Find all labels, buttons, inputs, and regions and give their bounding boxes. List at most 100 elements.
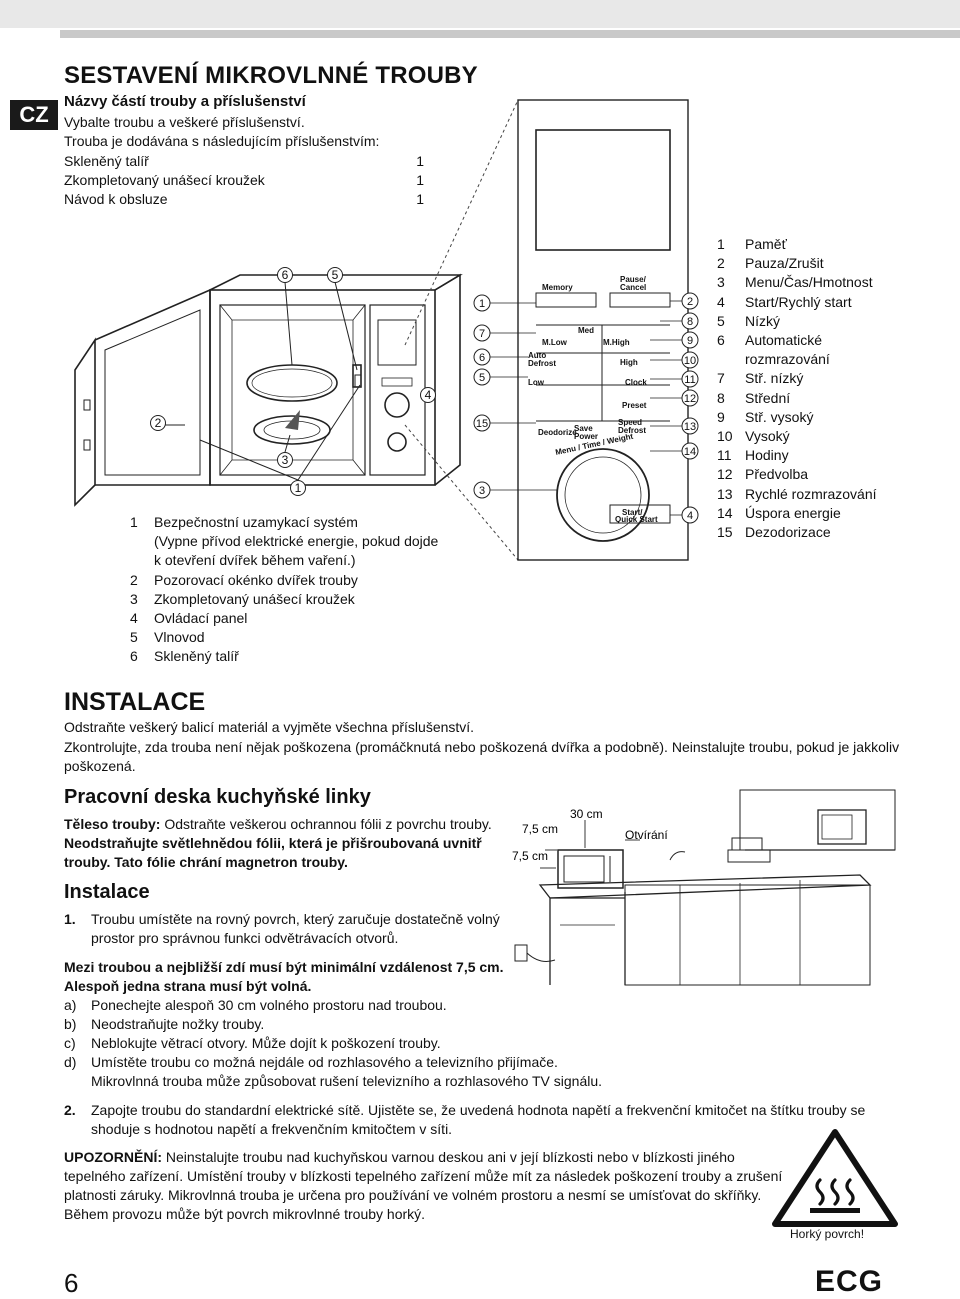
list-label: b) (64, 1016, 77, 1032)
install-paragraph-2b: poškozená. (64, 758, 136, 774)
legend-item: 15 Dezodorizace (717, 523, 947, 542)
panel-callout: 7 (479, 328, 485, 340)
list-text: Mikrovlnná trouba může způsobovat rušení… (91, 1073, 603, 1089)
film-warning-2: trouby. Tato fólie chrání magnetron trou… (64, 854, 348, 870)
panel-label-deodorize: Deodorize (538, 428, 577, 437)
panel-callout: 4 (687, 510, 693, 522)
panel-label-power: Power (574, 432, 598, 441)
accessory-name: Zkompletovaný unášecí kroužek (64, 172, 265, 188)
warning-line-4: Během provozu může být povrch mikrovlnné… (64, 1206, 426, 1222)
panel-callout: 2 (687, 296, 693, 308)
panel-label-clock: Clock (625, 378, 647, 387)
legend-num: 4 (130, 610, 138, 627)
list-text: Neodstraňujte nožky trouby. (91, 1016, 265, 1032)
warning-bold: UPOZORNĚNÍ: (64, 1149, 162, 1165)
legend-text: Rychlé rozmrazování (745, 485, 877, 502)
panel-label-defrost: Defrost (528, 359, 556, 368)
legend-text: Bezpečnostní uzamykací systém (154, 514, 358, 530)
accessory-row: Skleněný talíř 1 (64, 152, 424, 171)
legend-text: rozmrazování (745, 351, 830, 368)
list-label: a) (64, 997, 77, 1013)
legend-text: Stř. vysoký (745, 408, 814, 425)
top-bar-accent (60, 30, 960, 38)
legend-num: 9 (717, 408, 725, 425)
step-1-line-1: Troubu umístěte na rovný povrch, který z… (91, 911, 500, 927)
legend-text: Automatické (745, 332, 823, 349)
legend-num: 13 (717, 485, 733, 502)
legend-num: 5 (130, 629, 138, 646)
panel-label-start: Start/ (622, 508, 643, 517)
panel-callout: 14 (684, 446, 696, 458)
legend-num: 14 (717, 504, 733, 521)
step-2-number: 2. (64, 1102, 76, 1118)
step-2-line-1: Zapojte troubu do standardní elektrické … (91, 1102, 866, 1118)
legend-num: 1 (717, 236, 725, 252)
install-paragraph-1: Odstraňte veškerý balicí materiál a vyjm… (64, 719, 475, 735)
list-text: Neblokujte větrací otvory. Může dojít k … (91, 1035, 441, 1051)
panel-callout: 3 (479, 485, 485, 497)
legend-text: Pozorovací okénko dvířek trouby (154, 571, 358, 588)
legend-text: Stř. nízký (745, 370, 804, 387)
legend-item: 13 Rychlé rozmrazování (717, 485, 947, 504)
legend-text: Paměť (745, 236, 787, 252)
brand-logo: ECG (815, 1265, 884, 1298)
page-number: 6 (64, 1268, 79, 1298)
intro-line-2: Trouba je dodávána s následujícím příslu… (64, 133, 380, 149)
accessory-qty: 1 (416, 153, 424, 169)
panel-callout: 1 (479, 298, 485, 310)
legend-num: 6 (130, 648, 138, 665)
legend-item: 4 Ovládací panel (130, 609, 460, 628)
warning-line-2: tepelného zařízení. Umístění trouby v bl… (64, 1168, 783, 1184)
panel-callout: 6 (479, 352, 485, 364)
accessory-row: Zkompletovaný unášecí kroužek 1 (64, 171, 424, 190)
legend-text: Hodiny (745, 447, 789, 464)
legend-item: 1 Paměť (717, 235, 947, 254)
body-removal-bold: Těleso trouby: (64, 816, 161, 832)
panel-callout: 12 (684, 393, 696, 405)
kitchen-diagram: 30 cm 7,5 cm 7,5 cm Otvírání (512, 789, 896, 986)
legend-num: 3 (717, 274, 725, 291)
legend-num: 15 (717, 524, 733, 541)
legend-text: Start/Rychlý start (745, 293, 852, 310)
panel-label-mlow: M.Low (542, 338, 568, 347)
legend-num: 2 (717, 255, 725, 272)
oven-callout: 5 (332, 268, 339, 282)
step-2-line-2: shoduje s hodnotou napětí a frekvenčním … (91, 1121, 453, 1137)
panel-callout: 15 (476, 418, 488, 430)
legend-text: Dezodorizace (745, 524, 831, 541)
accessory-row: Návod k obsluze 1 (64, 190, 424, 209)
legend-num (130, 532, 154, 551)
panel-label-speed: Speed (618, 418, 642, 427)
panel-label-speed-defrost: Defrost (618, 426, 646, 435)
oven-callout: 4 (425, 388, 432, 402)
legend-num (130, 551, 154, 570)
accessory-qty: 1 (416, 191, 424, 207)
min-distance-2: Alespoň jedna strana musí být volná. (64, 978, 312, 994)
panel-label-preset: Preset (622, 401, 647, 410)
panel-callout: 9 (687, 335, 693, 347)
dimension-side-1: 7,5 cm (522, 822, 558, 836)
legend-text: Ovládací panel (154, 610, 248, 627)
legend-item: k otevření dvířek během vaření.) (130, 551, 460, 570)
legend-text: Střední (745, 389, 791, 406)
legend-item: (Vypne přívod elektrické energie, pokud … (130, 532, 460, 551)
zoom-lines (404, 99, 519, 561)
hot-surface-warning-icon (772, 1129, 898, 1227)
panel-label-memory: Memory (542, 283, 573, 292)
panel-label-med: Med (578, 326, 594, 335)
legend-text: Předvolba (745, 466, 809, 483)
legend-text: Vysoký (745, 428, 790, 445)
legend-text: k otevření dvířek během vaření.) (154, 552, 356, 569)
warning-text: Neinstalujte troubu nad kuchyňskou varno… (162, 1149, 735, 1165)
oven-callout: 1 (295, 481, 302, 495)
